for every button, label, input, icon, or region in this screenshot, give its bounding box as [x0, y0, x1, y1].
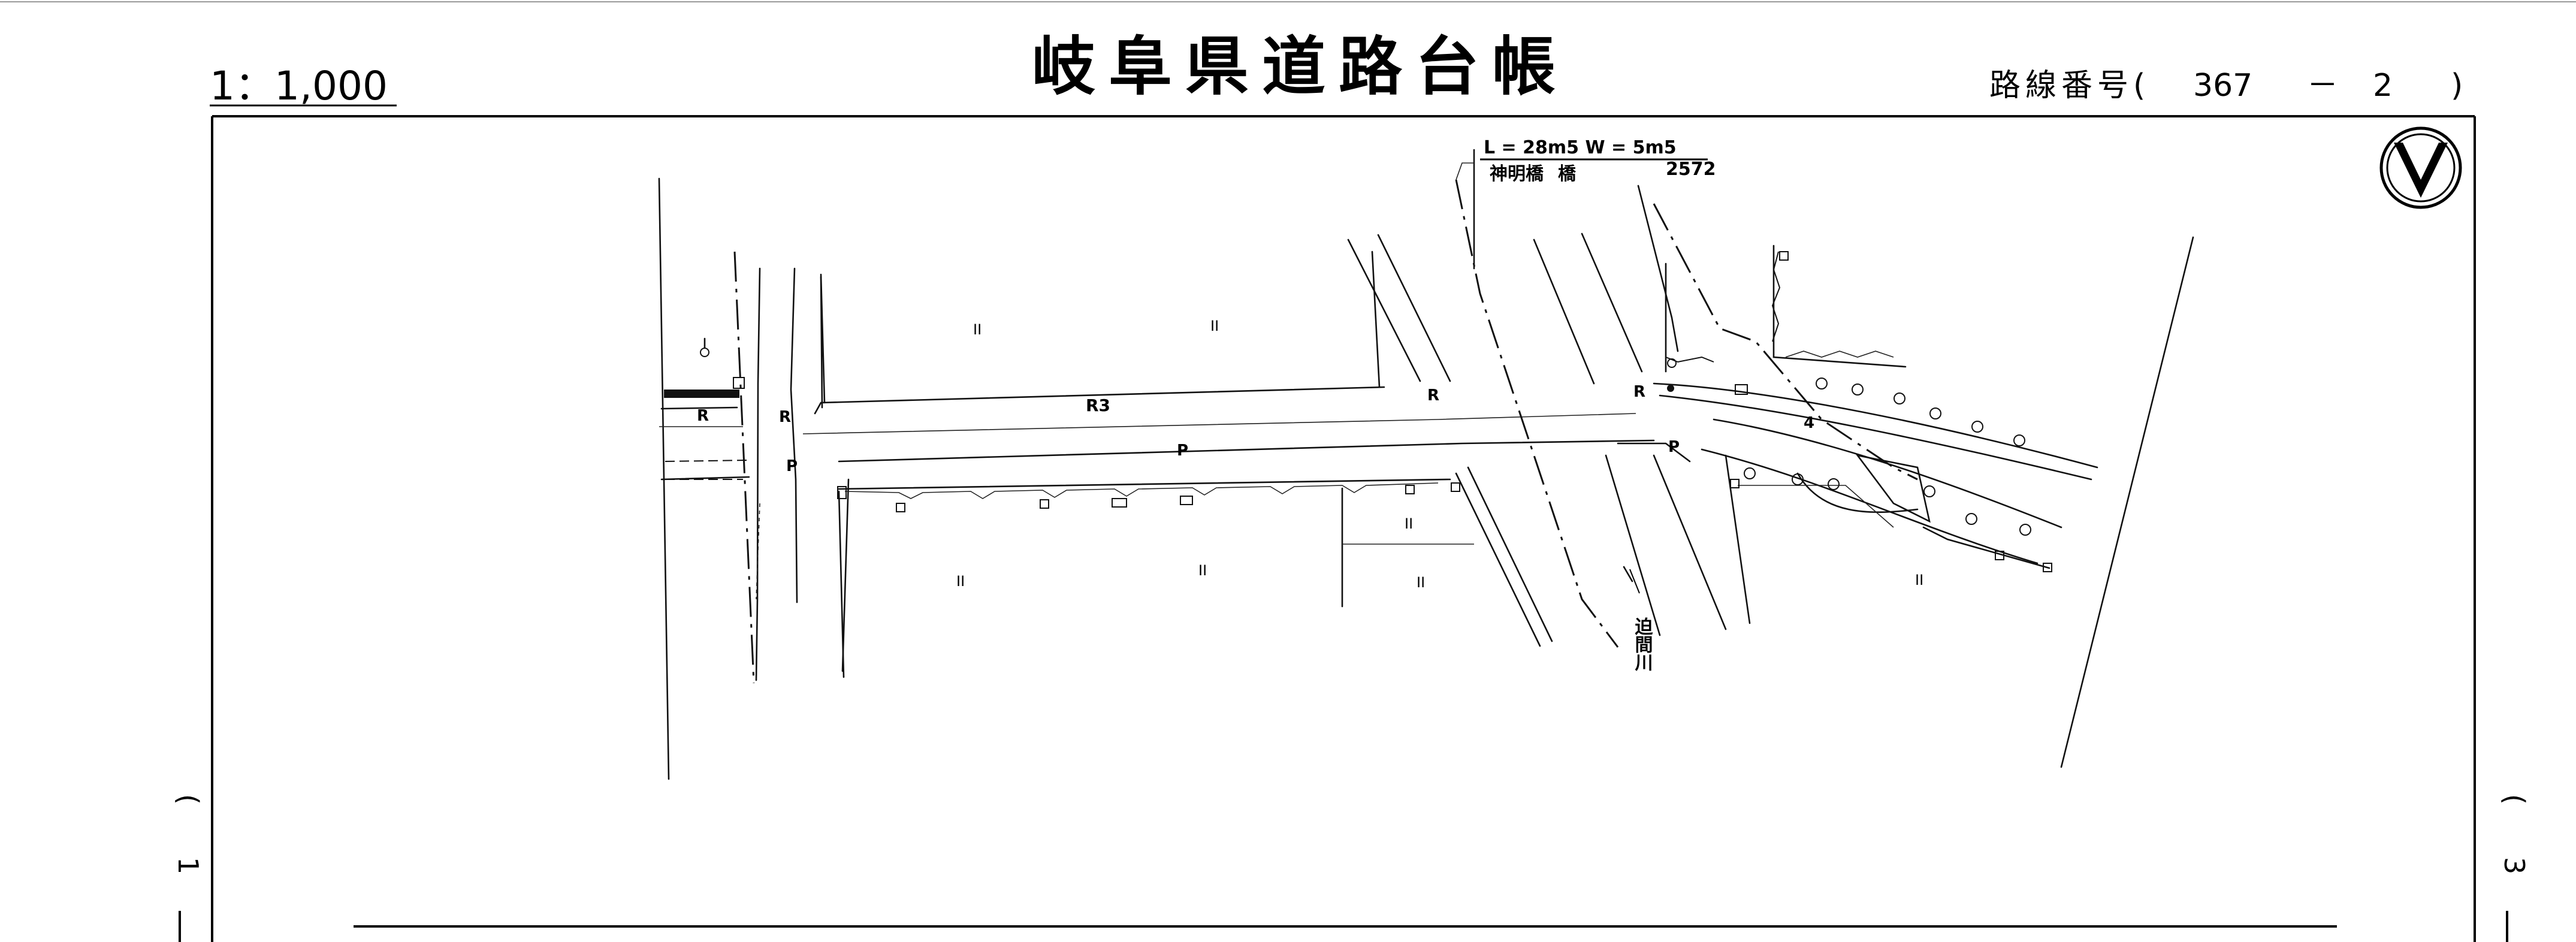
land-mark: II — [973, 321, 982, 338]
road-mark-r5: R — [1633, 383, 1645, 401]
bridge-dimensions: L = 28m5 W = 5m5 — [1484, 137, 1677, 158]
road-mark-r4: R — [1427, 387, 1439, 404]
dashdot-line-east — [1653, 203, 1918, 481]
sidewalk-hatch — [844, 482, 1439, 499]
route-number: 路線番号( 367 － 2 ) — [1989, 68, 2463, 104]
utility-box — [1040, 499, 1049, 509]
land-mark: II — [1405, 515, 1413, 532]
utility-box — [1405, 485, 1415, 494]
svg-text:(: ( — [2498, 794, 2530, 805]
land-mark: II — [1417, 574, 1425, 591]
traffic-island — [1855, 454, 1931, 523]
main-road-south-edge — [838, 439, 1655, 463]
curve-road-centerline — [1713, 418, 2062, 529]
bridge-name: 神明橋 — [1490, 164, 1544, 185]
sidewalk-line — [838, 478, 1451, 490]
left-dashdot-line — [733, 251, 755, 684]
svg-text:1: 1 — [172, 857, 204, 874]
sheet-title: 岐阜県道路台帳 — [1032, 30, 1569, 104]
route-prefix: 路線番号( — [1989, 68, 2150, 104]
land-mark: II — [1210, 318, 1219, 334]
diag-road-a — [1347, 238, 1421, 382]
svg-text:3: 3 — [2498, 857, 2530, 874]
south-spur — [1725, 454, 1751, 624]
right-boundary-diag — [2060, 236, 2194, 768]
river-centerline — [1455, 179, 1619, 648]
road-mark-r1: R — [697, 407, 709, 425]
road-mark-p1: P — [1177, 442, 1188, 460]
diag-road-d — [1467, 466, 1553, 642]
cross-road-west-edge — [755, 267, 761, 681]
block-a-west — [820, 273, 826, 404]
road-mark-4: 4 — [1804, 414, 1814, 432]
route-number-value: 367 — [2193, 68, 2252, 104]
main-road-south-edge-west — [660, 476, 750, 481]
cross-road-east-edge — [790, 267, 798, 603]
curb-block — [664, 390, 739, 398]
svg-text:(: ( — [172, 794, 204, 805]
land-mark: II — [956, 573, 965, 590]
river-bank-south-a — [1605, 454, 1661, 636]
main-road-centerline — [659, 413, 1636, 434]
east-block-edge — [1772, 244, 1907, 368]
land-mark: II — [1198, 562, 1207, 579]
curve-road-south-edge — [1701, 448, 2039, 564]
route-dash: － — [2307, 68, 2338, 104]
north-arrow-icon — [2379, 126, 2462, 209]
road-mark-r2: R — [779, 408, 791, 426]
utility-box — [1180, 496, 1193, 505]
road-mark-p3: P — [1668, 438, 1680, 456]
road-mark-p2: P — [786, 457, 798, 475]
river-bank-south-b — [1653, 454, 1727, 630]
curve-road-north-inner — [1659, 394, 2092, 481]
page-mark-right: ( 3 — [2498, 794, 2530, 942]
utility-box — [896, 503, 905, 512]
river-name: 迫間川 — [1632, 617, 1653, 671]
river-bank-north-a — [1533, 238, 1595, 385]
utility-box — [1451, 482, 1460, 492]
scale-label: 1：1,000 — [210, 63, 388, 109]
route-branch: 2 — [2373, 68, 2393, 104]
utility-box — [1112, 498, 1127, 508]
page-mark-left: ( 1 — [172, 794, 204, 942]
tree-symbols — [1744, 378, 2031, 536]
curve-road-north-edge — [1653, 382, 2098, 469]
bridge-kind: 橋 — [1558, 164, 1577, 185]
diag-road-c — [1455, 472, 1541, 647]
road-map: R R R3 R R P P P 4 II II II II II II II … — [658, 137, 2194, 780]
block-south-west — [838, 490, 845, 678]
marker-circle — [700, 348, 709, 357]
route-suffix: ) — [2451, 68, 2463, 104]
bridge-leader-diag — [1637, 185, 1679, 352]
cross-road-east-edge-3 — [841, 478, 850, 672]
bridge-number: 2572 — [1666, 159, 1716, 180]
diag-road-b — [1377, 234, 1451, 382]
block-a-east — [1371, 250, 1381, 388]
road-mark-r3: R3 — [1086, 395, 1110, 415]
river-bank-north-b — [1581, 233, 1643, 373]
land-mark: II — [1915, 572, 1923, 588]
main-road-north-edge-west — [660, 386, 1385, 415]
